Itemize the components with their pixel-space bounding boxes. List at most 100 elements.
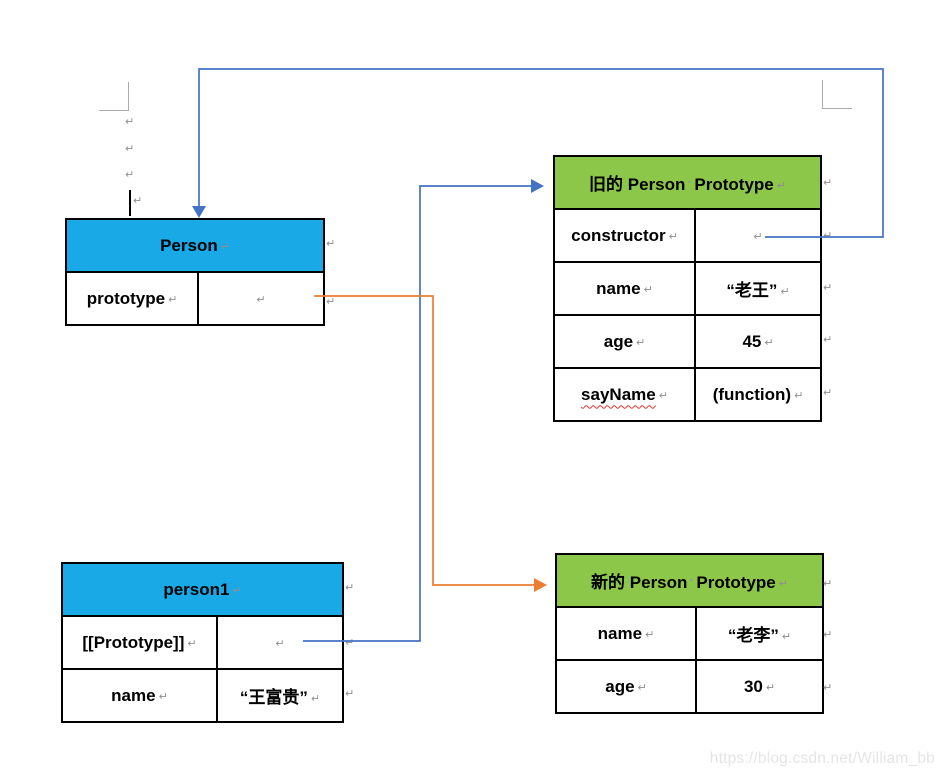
cell-text: name <box>597 623 643 643</box>
person-prototype-value-cell: ↵ <box>196 271 326 326</box>
end-of-row-mark: ↵ <box>345 582 355 594</box>
page-corner-mark-top-right <box>822 80 852 109</box>
end-of-row-mark: ↵ <box>345 688 355 700</box>
person1-name-value-cell: “王富贵”↵ <box>215 668 345 723</box>
end-of-row-mark: ↵ <box>326 296 336 308</box>
cell-text: “老王” <box>726 281 778 300</box>
cell-text: constructor <box>571 225 666 245</box>
table-row: name↵ “老王”↵ <box>553 261 823 316</box>
table-row: constructor↵ ↵ <box>553 208 823 263</box>
end-of-cell-mark: ↵ <box>158 690 168 703</box>
end-of-cell-mark: ↵ <box>643 283 653 296</box>
end-of-cell-mark: ↵ <box>780 286 790 298</box>
cell-text: “老李” <box>727 626 779 645</box>
end-of-row-mark: ↵ <box>823 282 833 294</box>
end-of-row-mark: ↵ <box>823 334 833 346</box>
cell-text-misspelled: sayName <box>581 384 656 404</box>
old-prototype-title-2: Prototype <box>694 175 774 194</box>
new-prototype-name-key-cell: name↵ <box>555 606 697 661</box>
person-prototype-key-cell: prototype↵ <box>65 271 199 326</box>
end-of-cell-mark: ↵ <box>794 389 804 402</box>
cell-text: 30 <box>743 676 763 696</box>
old-prototype-constructor-value-cell: ↵ <box>693 208 823 263</box>
old-prototype-sayname-key-cell: sayName↵ <box>553 367 696 422</box>
page-corner-mark-top-left <box>99 82 129 111</box>
arrowhead-down-icon <box>192 206 206 218</box>
end-of-cell-mark: ↵ <box>275 637 285 650</box>
arrowhead-right-icon <box>534 578 547 592</box>
cell-text: name <box>596 278 641 298</box>
arrowhead-right-icon <box>531 179 544 193</box>
table-row: age↵ 45↵ <box>553 314 823 369</box>
new-prototype-title-2: Prototype <box>696 573 776 592</box>
old-prototype-age-key-cell: age↵ <box>553 314 696 369</box>
cell-text: name <box>111 685 156 705</box>
cell-text: “王富贵” <box>239 688 308 707</box>
old-prototype-table: 旧的 Person·Prototype↵ constructor↵ ↵ name… <box>552 155 823 422</box>
old-prototype-title: 旧的 Person <box>589 175 686 194</box>
end-of-row-mark: ↵ <box>823 629 833 641</box>
watermark: https://blog.csdn.net/William_bb <box>709 750 935 767</box>
paragraph-mark: ↵ <box>220 240 230 253</box>
space-mark: · <box>687 174 693 191</box>
end-of-row-mark: ↵ <box>326 238 336 250</box>
new-prototype-name-value-cell: “老李”↵ <box>694 606 825 661</box>
cell-text: age <box>605 676 635 696</box>
paragraph-mark: ↵ <box>125 116 135 128</box>
paragraph-mark: ↵ <box>133 195 143 207</box>
end-of-cell-mark: ↵ <box>637 681 647 694</box>
end-of-cell-mark: ↵ <box>168 293 178 306</box>
person1-table-header: person1↵ <box>60 562 345 617</box>
end-of-cell-mark: ↵ <box>310 693 321 705</box>
person1-prototype-key-cell: [[Prototype]]↵ <box>61 615 218 670</box>
paragraph-mark: ↵ <box>232 584 242 597</box>
end-of-row-mark: ↵ <box>345 637 355 649</box>
end-of-cell-mark: ↵ <box>636 336 646 349</box>
end-of-row-mark: ↵ <box>823 578 833 590</box>
table-row: [[Prototype]]↵ ↵ <box>61 615 345 670</box>
arrow-person-to-new-prototype <box>314 295 534 586</box>
space-mark: · <box>689 572 695 589</box>
end-of-row-mark: ↵ <box>823 682 833 694</box>
person1-name-key-cell: name↵ <box>61 668 218 723</box>
table-row: sayName↵ (function)↵ <box>553 367 823 422</box>
table-row: name↵ “王富贵”↵ <box>61 668 345 723</box>
person1-table: person1↵ [[Prototype]]↵ ↵ name↵ “王富贵”↵ <box>60 562 345 723</box>
end-of-cell-mark: ↵ <box>765 681 776 694</box>
cell-text: 45 <box>742 331 762 351</box>
table-row: prototype↵ ↵ <box>65 271 326 326</box>
paragraph-mark: ↵ <box>125 169 135 181</box>
new-prototype-table: 新的 Person·Prototype↵ name↵ “老李”↵ age↵ 30… <box>554 553 825 714</box>
old-prototype-table-header: 旧的 Person·Prototype↵ <box>552 155 823 210</box>
person1-table-title: person1 <box>163 579 230 599</box>
end-of-row-mark: ↵ <box>823 177 833 189</box>
end-of-cell-mark: ↵ <box>256 293 266 306</box>
end-of-row-mark: ↵ <box>823 387 833 399</box>
person1-prototype-value-cell: ↵ <box>215 615 345 670</box>
paragraph-mark: ↵ <box>125 143 135 155</box>
end-of-cell-mark: ↵ <box>658 389 668 402</box>
end-of-cell-mark: ↵ <box>753 230 763 243</box>
table-row: name↵ “老李”↵ <box>555 606 825 661</box>
end-of-cell-mark: ↵ <box>764 336 774 349</box>
person-table: Person↵ prototype↵ ↵ <box>64 218 326 326</box>
old-prototype-constructor-key-cell: constructor↵ <box>553 208 696 263</box>
new-prototype-age-key-cell: age↵ <box>555 659 697 714</box>
paragraph-mark: ↵ <box>776 180 786 192</box>
old-prototype-sayname-value-cell: (function)↵ <box>693 367 823 422</box>
old-prototype-age-value-cell: 45↵ <box>693 314 823 369</box>
cell-text: [[Prototype]] <box>82 632 185 652</box>
text-cursor <box>129 190 131 216</box>
end-of-cell-mark: ↵ <box>645 628 655 641</box>
new-prototype-age-value-cell: 30↵ <box>694 659 825 714</box>
person-table-header: Person↵ <box>64 218 326 273</box>
end-of-cell-mark: ↵ <box>781 631 792 643</box>
new-prototype-title: 新的 Person <box>591 573 688 592</box>
end-of-cell-mark: ↵ <box>187 637 197 650</box>
paragraph-mark: ↵ <box>778 578 788 590</box>
cell-text: prototype <box>86 288 166 308</box>
end-of-row-mark: ↵ <box>823 230 833 242</box>
old-prototype-name-key-cell: name↵ <box>553 261 696 316</box>
new-prototype-table-header: 新的 Person·Prototype↵ <box>554 553 825 608</box>
